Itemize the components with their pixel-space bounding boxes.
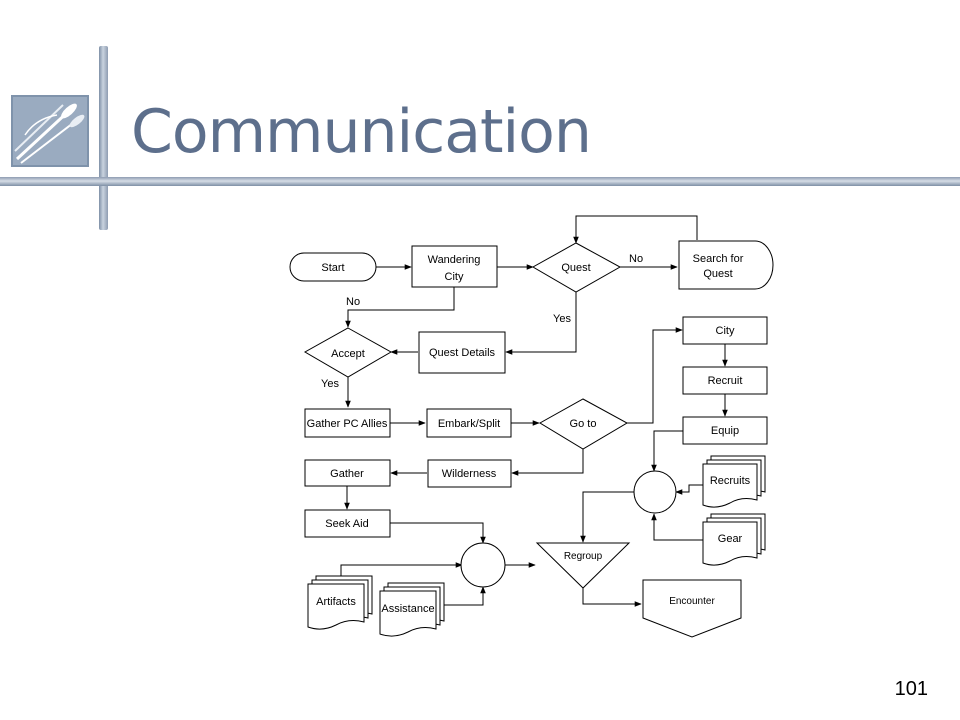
junction-city-supplies — [633, 470, 677, 514]
arrow-wandering-to-accept — [345, 287, 455, 328]
node-goto-decision: Go to — [539, 398, 629, 450]
seek-aid-label: Seek Aid — [325, 518, 368, 530]
wandering-city-label-2: City — [445, 271, 464, 283]
oars-logo-icon — [11, 95, 89, 167]
node-gather-pc-allies: Gather PC Allies — [304, 408, 391, 438]
encounter-label: Encounter — [669, 596, 715, 607]
node-start: Start — [289, 252, 377, 282]
node-gather: Gather — [304, 459, 391, 487]
arrow-goto-to-city — [627, 327, 683, 424]
edge-label-yes-accept: Yes — [321, 378, 339, 390]
arrow-equip-to-junction — [651, 430, 683, 472]
page-number: 101 — [894, 678, 928, 700]
arrow-goto-to-wilderness — [511, 449, 584, 476]
node-recruit: Recruit — [682, 366, 768, 395]
arrow-quest-to-details — [505, 292, 577, 355]
arrow-artifacts-to-junction — [340, 562, 463, 580]
wandering-city-label-1: Wandering — [428, 254, 481, 266]
edge-label-yes-quest: Yes — [553, 313, 571, 325]
node-city: City — [682, 316, 768, 345]
node-embark-split: Embark/Split — [426, 408, 512, 438]
node-accept-decision: Accept — [303, 327, 393, 378]
wilderness-label: Wilderness — [442, 468, 497, 480]
node-quest-decision: Quest — [531, 242, 622, 293]
node-assistance-documents: Assistance — [379, 582, 445, 637]
node-wilderness: Wilderness — [427, 459, 512, 488]
arrow-gear-to-junction — [651, 513, 703, 541]
gear-label: Gear — [718, 533, 743, 545]
node-encounter: Encounter — [642, 579, 742, 638]
node-regroup: Regroup — [535, 542, 631, 589]
arrow-assistance-to-junction — [442, 586, 486, 606]
node-quest-details: Quest Details — [418, 331, 506, 374]
title-vertical-rule — [99, 46, 108, 230]
node-artifacts-documents: Artifacts — [307, 575, 373, 630]
arrow-seekaid-to-junction — [390, 522, 486, 544]
assistance-label: Assistance — [381, 603, 434, 615]
node-recruits-documents: Recruits — [702, 455, 766, 508]
node-seek-aid: Seek Aid — [304, 509, 391, 538]
node-wandering-city: Wandering City — [411, 245, 498, 288]
search-label-1: Search for — [693, 253, 744, 265]
artifacts-label: Artifacts — [316, 596, 356, 608]
recruits-label: Recruits — [710, 475, 751, 487]
equip-label: Equip — [711, 425, 739, 437]
node-search-for-quest: Search for Quest — [678, 240, 774, 290]
edge-label-no-accept: No — [346, 296, 360, 308]
city-label: City — [716, 325, 735, 337]
recruit-label: Recruit — [708, 375, 743, 387]
slide-title: Communication — [131, 97, 592, 167]
search-label-2: Quest — [703, 268, 732, 280]
start-label: Start — [321, 262, 344, 274]
flow-connectors — [340, 215, 728, 607]
regroup-label: Regroup — [564, 551, 603, 562]
junction-aid — [460, 542, 506, 588]
arrow-recruits-to-junction — [675, 484, 703, 495]
arrow-junction-to-regroup-2 — [580, 491, 634, 543]
node-gear-documents: Gear — [702, 513, 766, 566]
accept-label: Accept — [331, 348, 365, 360]
gather-allies-label: Gather PC Allies — [307, 418, 388, 430]
node-equip: Equip — [682, 416, 768, 445]
quest-details-label: Quest Details — [429, 347, 496, 359]
arrow-regroup-to-encounter — [582, 588, 642, 607]
title-horizontal-rule — [0, 177, 960, 186]
embark-label: Embark/Split — [438, 418, 500, 430]
gather-label: Gather — [330, 468, 364, 480]
quest-label: Quest — [561, 262, 590, 274]
edge-label-no-quest: No — [629, 253, 643, 265]
arrow-search-loop-to-quest — [573, 215, 698, 244]
goto-label: Go to — [570, 418, 597, 430]
